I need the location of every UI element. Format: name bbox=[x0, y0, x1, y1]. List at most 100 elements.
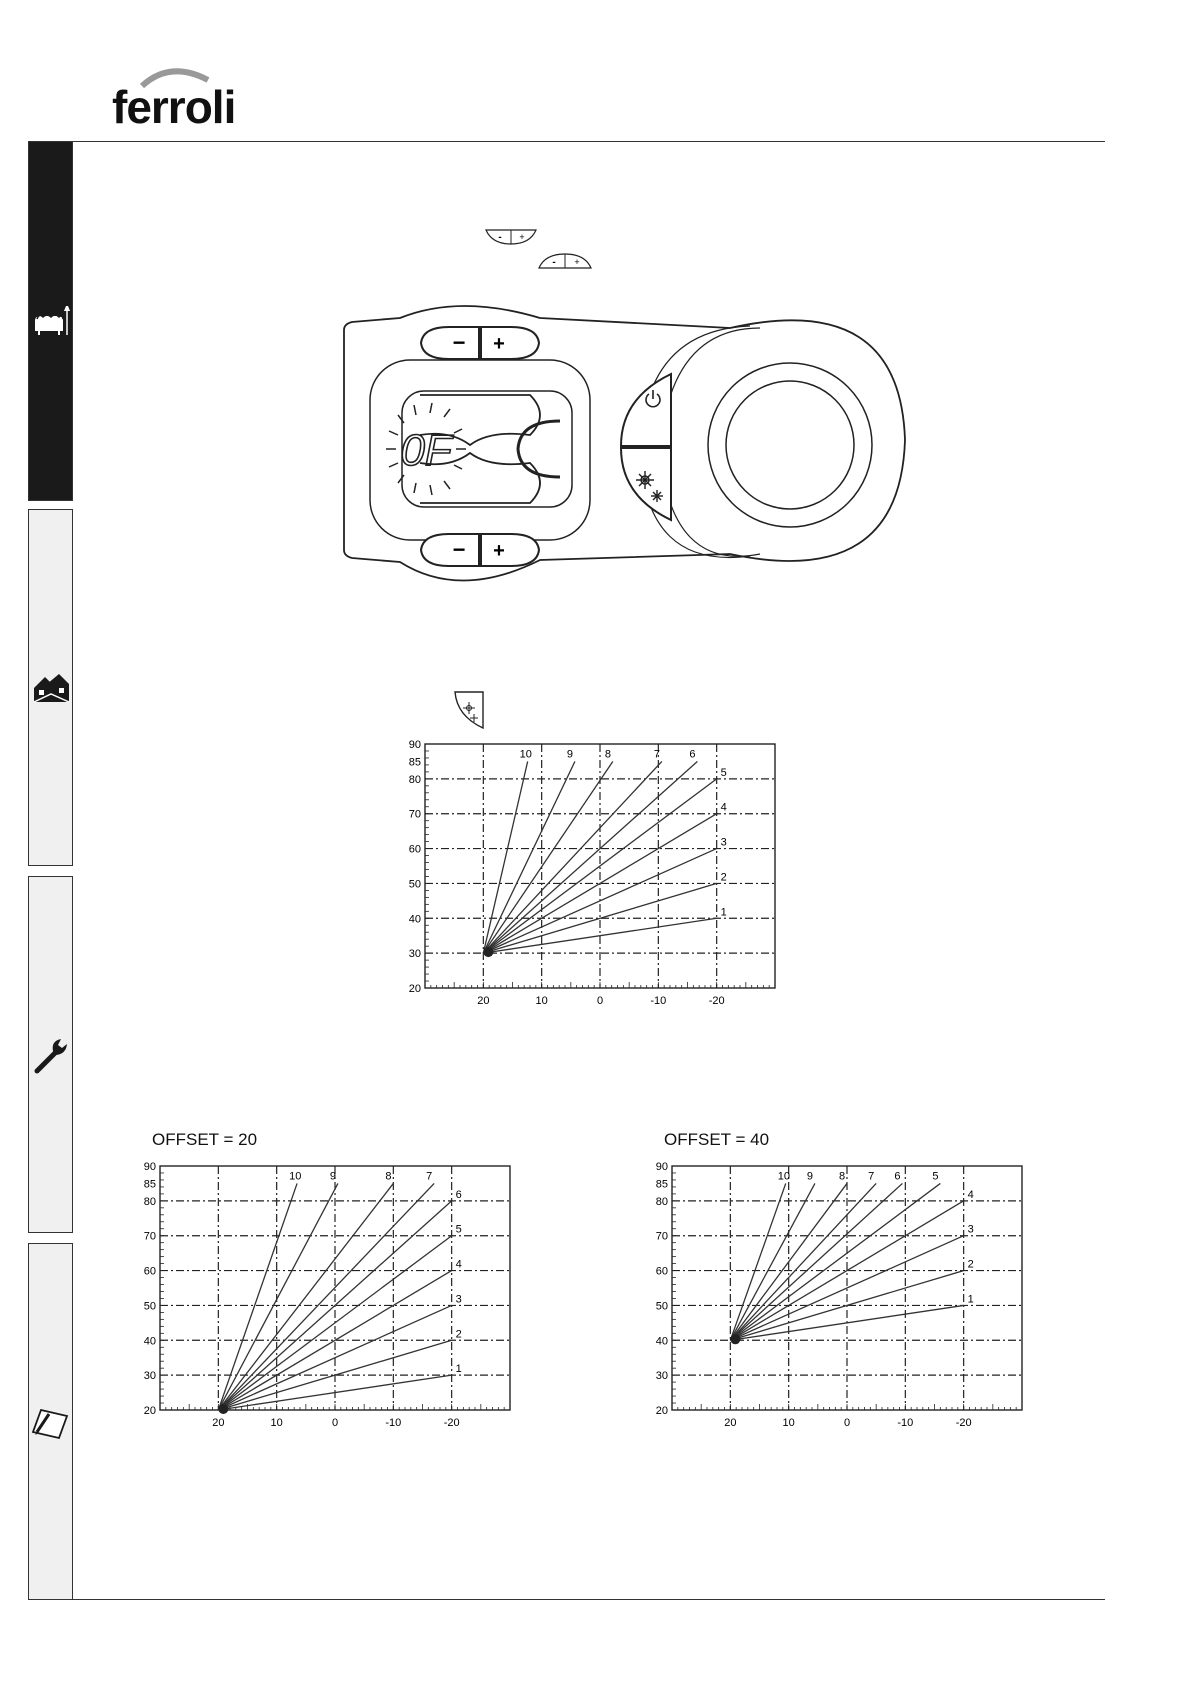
series-label-4: 4 bbox=[456, 1259, 462, 1271]
footer-rule bbox=[72, 1599, 1105, 1600]
y-tick-label: 85 bbox=[409, 756, 421, 768]
house-installation-icon bbox=[31, 668, 71, 708]
sidebar-tab-notes[interactable] bbox=[28, 1243, 73, 1600]
series-label-5: 5 bbox=[456, 1224, 462, 1236]
series-label-1: 1 bbox=[456, 1363, 462, 1375]
sidebar-tab-installation[interactable] bbox=[28, 509, 73, 866]
series-label-5: 5 bbox=[932, 1170, 938, 1182]
svg-text:-: - bbox=[552, 257, 555, 268]
series-label-7: 7 bbox=[868, 1170, 874, 1182]
series-label-2: 2 bbox=[721, 871, 727, 883]
lcd-display-text: 0F bbox=[400, 426, 453, 475]
x-tick-label: -20 bbox=[709, 995, 725, 1007]
series-label-4: 4 bbox=[721, 802, 727, 814]
x-tick-label: 0 bbox=[597, 995, 603, 1007]
y-tick-label: 30 bbox=[144, 1370, 156, 1382]
sidebar-tab-user[interactable] bbox=[28, 141, 73, 501]
y-tick-label: 50 bbox=[144, 1300, 156, 1312]
svg-text:+: + bbox=[574, 257, 579, 267]
series-label-1: 1 bbox=[968, 1293, 974, 1305]
season-key-small-icon bbox=[453, 690, 485, 730]
series-label-3: 3 bbox=[456, 1293, 462, 1305]
y-tick-label: 90 bbox=[144, 1161, 156, 1173]
heating-minus-label: − bbox=[453, 330, 466, 355]
y-tick-label: 90 bbox=[409, 739, 421, 751]
sidebar-tab-service[interactable] bbox=[28, 876, 73, 1233]
y-tick-label: 30 bbox=[409, 948, 421, 960]
dhw-plus-label: + bbox=[493, 540, 505, 562]
y-tick-label: 60 bbox=[409, 844, 421, 856]
brand-logo: ferroli bbox=[112, 80, 235, 134]
y-tick-label: 20 bbox=[409, 983, 421, 995]
x-tick-label: 20 bbox=[477, 995, 489, 1007]
series-label-9: 9 bbox=[807, 1170, 813, 1182]
y-tick-label: 50 bbox=[409, 878, 421, 890]
svg-text:-: - bbox=[498, 232, 501, 243]
series-label-3: 3 bbox=[721, 837, 727, 849]
series-label-3: 3 bbox=[968, 1224, 974, 1236]
x-tick-label: -20 bbox=[956, 1417, 972, 1429]
climatic-curves-chart: 20100-10-2020304050607080859012345678910 bbox=[380, 736, 850, 1016]
sofa-lamp-icon bbox=[31, 301, 71, 341]
header-rule bbox=[72, 141, 1105, 142]
y-tick-label: 70 bbox=[409, 809, 421, 821]
series-label-2: 2 bbox=[968, 1259, 974, 1271]
heating-plus-button[interactable]: + bbox=[479, 325, 541, 361]
y-tick-label: 40 bbox=[656, 1335, 668, 1347]
series-label-4: 4 bbox=[968, 1189, 974, 1201]
series-label-10: 10 bbox=[778, 1170, 790, 1182]
y-tick-label: 70 bbox=[144, 1231, 156, 1243]
dhw-minus-button[interactable]: − bbox=[419, 532, 481, 568]
x-tick-label: 10 bbox=[783, 1417, 795, 1429]
series-label-10: 10 bbox=[289, 1170, 301, 1182]
series-label-2: 2 bbox=[456, 1328, 462, 1340]
x-tick-label: 10 bbox=[271, 1417, 283, 1429]
series-label-10: 10 bbox=[520, 748, 532, 760]
series-label-8: 8 bbox=[839, 1170, 845, 1182]
offset-40-chart-title: OFFSET = 40 bbox=[664, 1130, 769, 1150]
wrench-icon bbox=[31, 1035, 71, 1075]
y-tick-label: 60 bbox=[144, 1266, 156, 1278]
y-tick-label: 80 bbox=[144, 1196, 156, 1208]
y-tick-label: 85 bbox=[656, 1178, 668, 1190]
y-tick-label: 90 bbox=[656, 1161, 668, 1173]
x-tick-label: 20 bbox=[212, 1417, 224, 1429]
lcd-display: 0F bbox=[380, 385, 580, 515]
power-button[interactable] bbox=[619, 372, 673, 448]
series-label-8: 8 bbox=[385, 1170, 391, 1182]
x-tick-label: 0 bbox=[844, 1417, 850, 1429]
series-label-7: 7 bbox=[426, 1170, 432, 1182]
y-tick-label: 50 bbox=[656, 1300, 668, 1312]
series-label-7: 7 bbox=[654, 748, 660, 760]
season-button[interactable] bbox=[619, 446, 673, 522]
series-label-6: 6 bbox=[456, 1189, 462, 1201]
origin-marker bbox=[483, 947, 493, 957]
offset-20-chart-title: OFFSET = 20 bbox=[152, 1130, 257, 1150]
series-label-1: 1 bbox=[721, 906, 727, 918]
x-tick-label: -10 bbox=[650, 995, 666, 1007]
dhw-plus-button[interactable]: + bbox=[479, 532, 541, 568]
series-label-5: 5 bbox=[721, 767, 727, 779]
series-label-6: 6 bbox=[894, 1170, 900, 1182]
y-tick-label: 80 bbox=[656, 1196, 668, 1208]
series-label-8: 8 bbox=[605, 748, 611, 760]
y-tick-label: 30 bbox=[656, 1370, 668, 1382]
x-tick-label: 10 bbox=[536, 995, 548, 1007]
dhw-minus-label: − bbox=[453, 537, 466, 562]
svg-text:+: + bbox=[519, 232, 524, 242]
y-tick-label: 40 bbox=[409, 913, 421, 925]
series-label-9: 9 bbox=[330, 1170, 336, 1182]
x-tick-label: 20 bbox=[724, 1417, 736, 1429]
y-tick-label: 70 bbox=[656, 1231, 668, 1243]
origin-marker bbox=[730, 1334, 740, 1344]
x-tick-label: -20 bbox=[444, 1417, 460, 1429]
y-tick-label: 80 bbox=[409, 774, 421, 786]
series-label-6: 6 bbox=[689, 748, 695, 760]
y-tick-label: 20 bbox=[144, 1405, 156, 1417]
dhw-minus-plus-key-icon: - + bbox=[537, 252, 593, 270]
heating-minus-button[interactable]: − bbox=[419, 325, 481, 361]
heating-minus-plus-key-icon: - + bbox=[484, 228, 538, 246]
x-tick-label: 0 bbox=[332, 1417, 338, 1429]
x-tick-label: -10 bbox=[897, 1417, 913, 1429]
